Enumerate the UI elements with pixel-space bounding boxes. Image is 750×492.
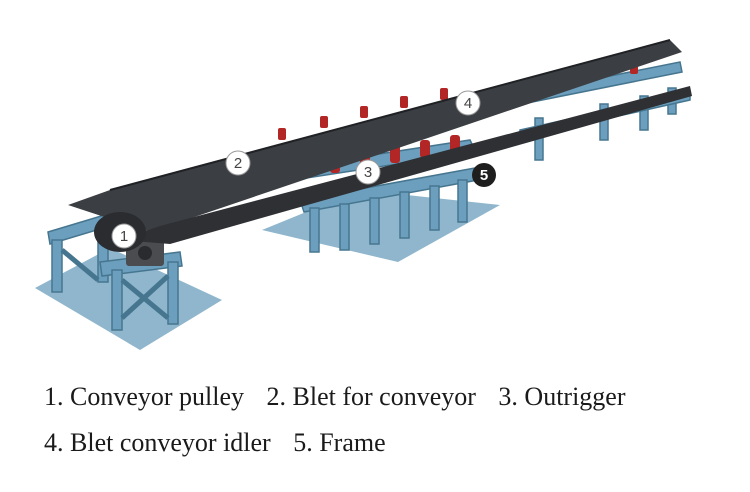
marker-5: 5 xyxy=(472,163,496,187)
svg-text:3: 3 xyxy=(364,164,372,181)
legend-item-belt-for-conveyor: 2. Blet for conveyor xyxy=(266,382,476,411)
legend-item-outrigger: 3. Outrigger xyxy=(498,382,626,411)
legend-item-conveyor-pulley: 1. Conveyor pulley xyxy=(44,382,245,411)
svg-text:2: 2 xyxy=(234,155,242,172)
marker-3: 3 xyxy=(355,159,381,185)
left-support-frame xyxy=(47,213,183,331)
conveyor-belt-upper xyxy=(68,40,682,232)
belt-edge xyxy=(109,39,671,191)
svg-text:5: 5 xyxy=(480,167,488,184)
legend-line-2: 4. Blet conveyor idler 5. Frame xyxy=(44,428,402,458)
marker-4: 4 xyxy=(455,90,481,116)
conveyor-belt-lower xyxy=(120,86,692,244)
svg-text:4: 4 xyxy=(464,95,472,112)
pulley-bearing-hub xyxy=(138,246,152,260)
legend-item-frame: 5. Frame xyxy=(293,428,386,457)
belt-conveyor-illustration: 1 2 3 4 5 xyxy=(35,39,692,350)
legend-line-1: 1. Conveyor pulley 2. Blet for conveyor … xyxy=(44,382,642,412)
legend-item-belt-conveyor-idler: 4. Blet conveyor idler xyxy=(44,428,271,457)
marker-1: 1 xyxy=(111,223,137,249)
svg-text:1: 1 xyxy=(120,228,128,245)
marker-2: 2 xyxy=(225,150,251,176)
